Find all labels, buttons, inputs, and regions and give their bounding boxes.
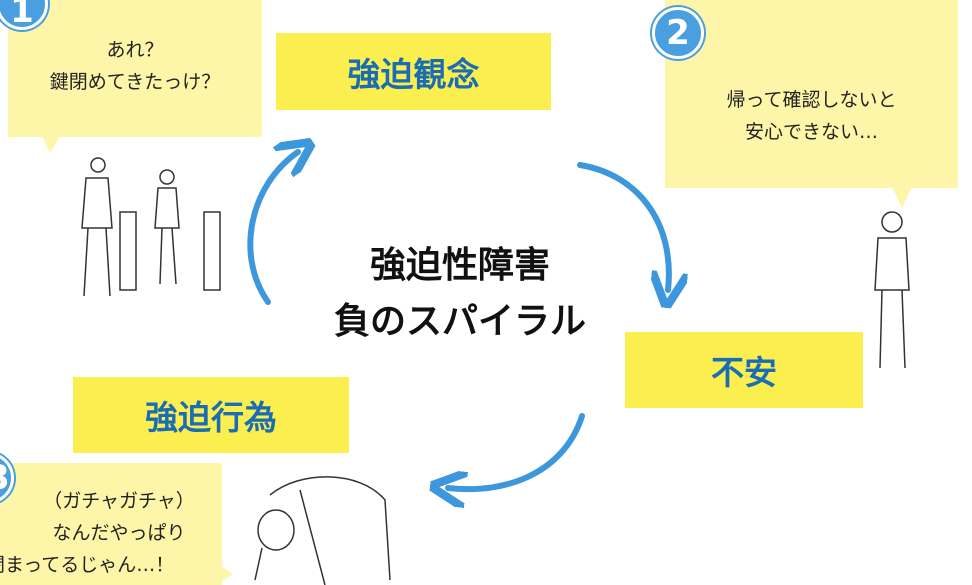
bubble-3-line-3: 閉まってるじゃん…！ xyxy=(0,554,175,576)
label-anxiety-text: 不安 xyxy=(711,353,777,392)
label-compulsion: 強迫行為 xyxy=(73,377,349,453)
center-title: 強迫性障害 負のスパイラル xyxy=(300,238,620,350)
center-title-line-1: 強迫性障害 xyxy=(369,245,550,286)
arrow-compulsion-to-obsession xyxy=(247,152,298,305)
speech-bubble-3: （ガチャガチャ） なんだやっぱり 閉まってるじゃん…！ xyxy=(0,463,222,585)
bubble-2-line-2: 安心できない… xyxy=(744,121,878,143)
step-badge-2: 2 xyxy=(652,7,704,59)
label-obsession-text: 強迫観念 xyxy=(347,54,480,94)
speech-bubble-1: あれ？ 鍵閉めてきたっけ？ xyxy=(8,0,262,137)
commuters-at-gate-illustration xyxy=(81,157,221,297)
label-obsession: 強迫観念 xyxy=(276,33,551,110)
arrow-obsession-to-anxiety xyxy=(577,162,669,290)
arrow-anxiety-to-compulsion xyxy=(448,413,585,489)
bubble-3-line-2: なんだやっぱり xyxy=(52,522,186,544)
badge-number: 2 xyxy=(666,13,690,53)
badge-number: 1 xyxy=(10,0,34,31)
worried-man-illustration xyxy=(874,211,910,369)
bubble-tail-1 xyxy=(42,136,60,153)
bubble-1-line-1: あれ？ xyxy=(106,39,164,61)
badge-number: 3 xyxy=(0,458,10,498)
bubble-tail-3 xyxy=(221,566,233,582)
label-compulsion-text: 強迫行為 xyxy=(145,398,277,437)
label-anxiety: 不安 xyxy=(625,332,863,408)
kneeling-man-illustration xyxy=(254,476,391,585)
bubble-2-line-1: 帰って確認しないと xyxy=(726,89,897,111)
bubble-3-line-1: （ガチャガチャ） xyxy=(43,490,195,512)
speech-bubble-2: 帰って確認しないと 安心できない… xyxy=(665,0,958,188)
center-title-line-2: 負のスパイラル xyxy=(333,301,586,342)
bubble-1-line-2: 鍵閉めてきたっけ？ xyxy=(49,71,221,93)
bubble-tail-2 xyxy=(892,187,912,208)
